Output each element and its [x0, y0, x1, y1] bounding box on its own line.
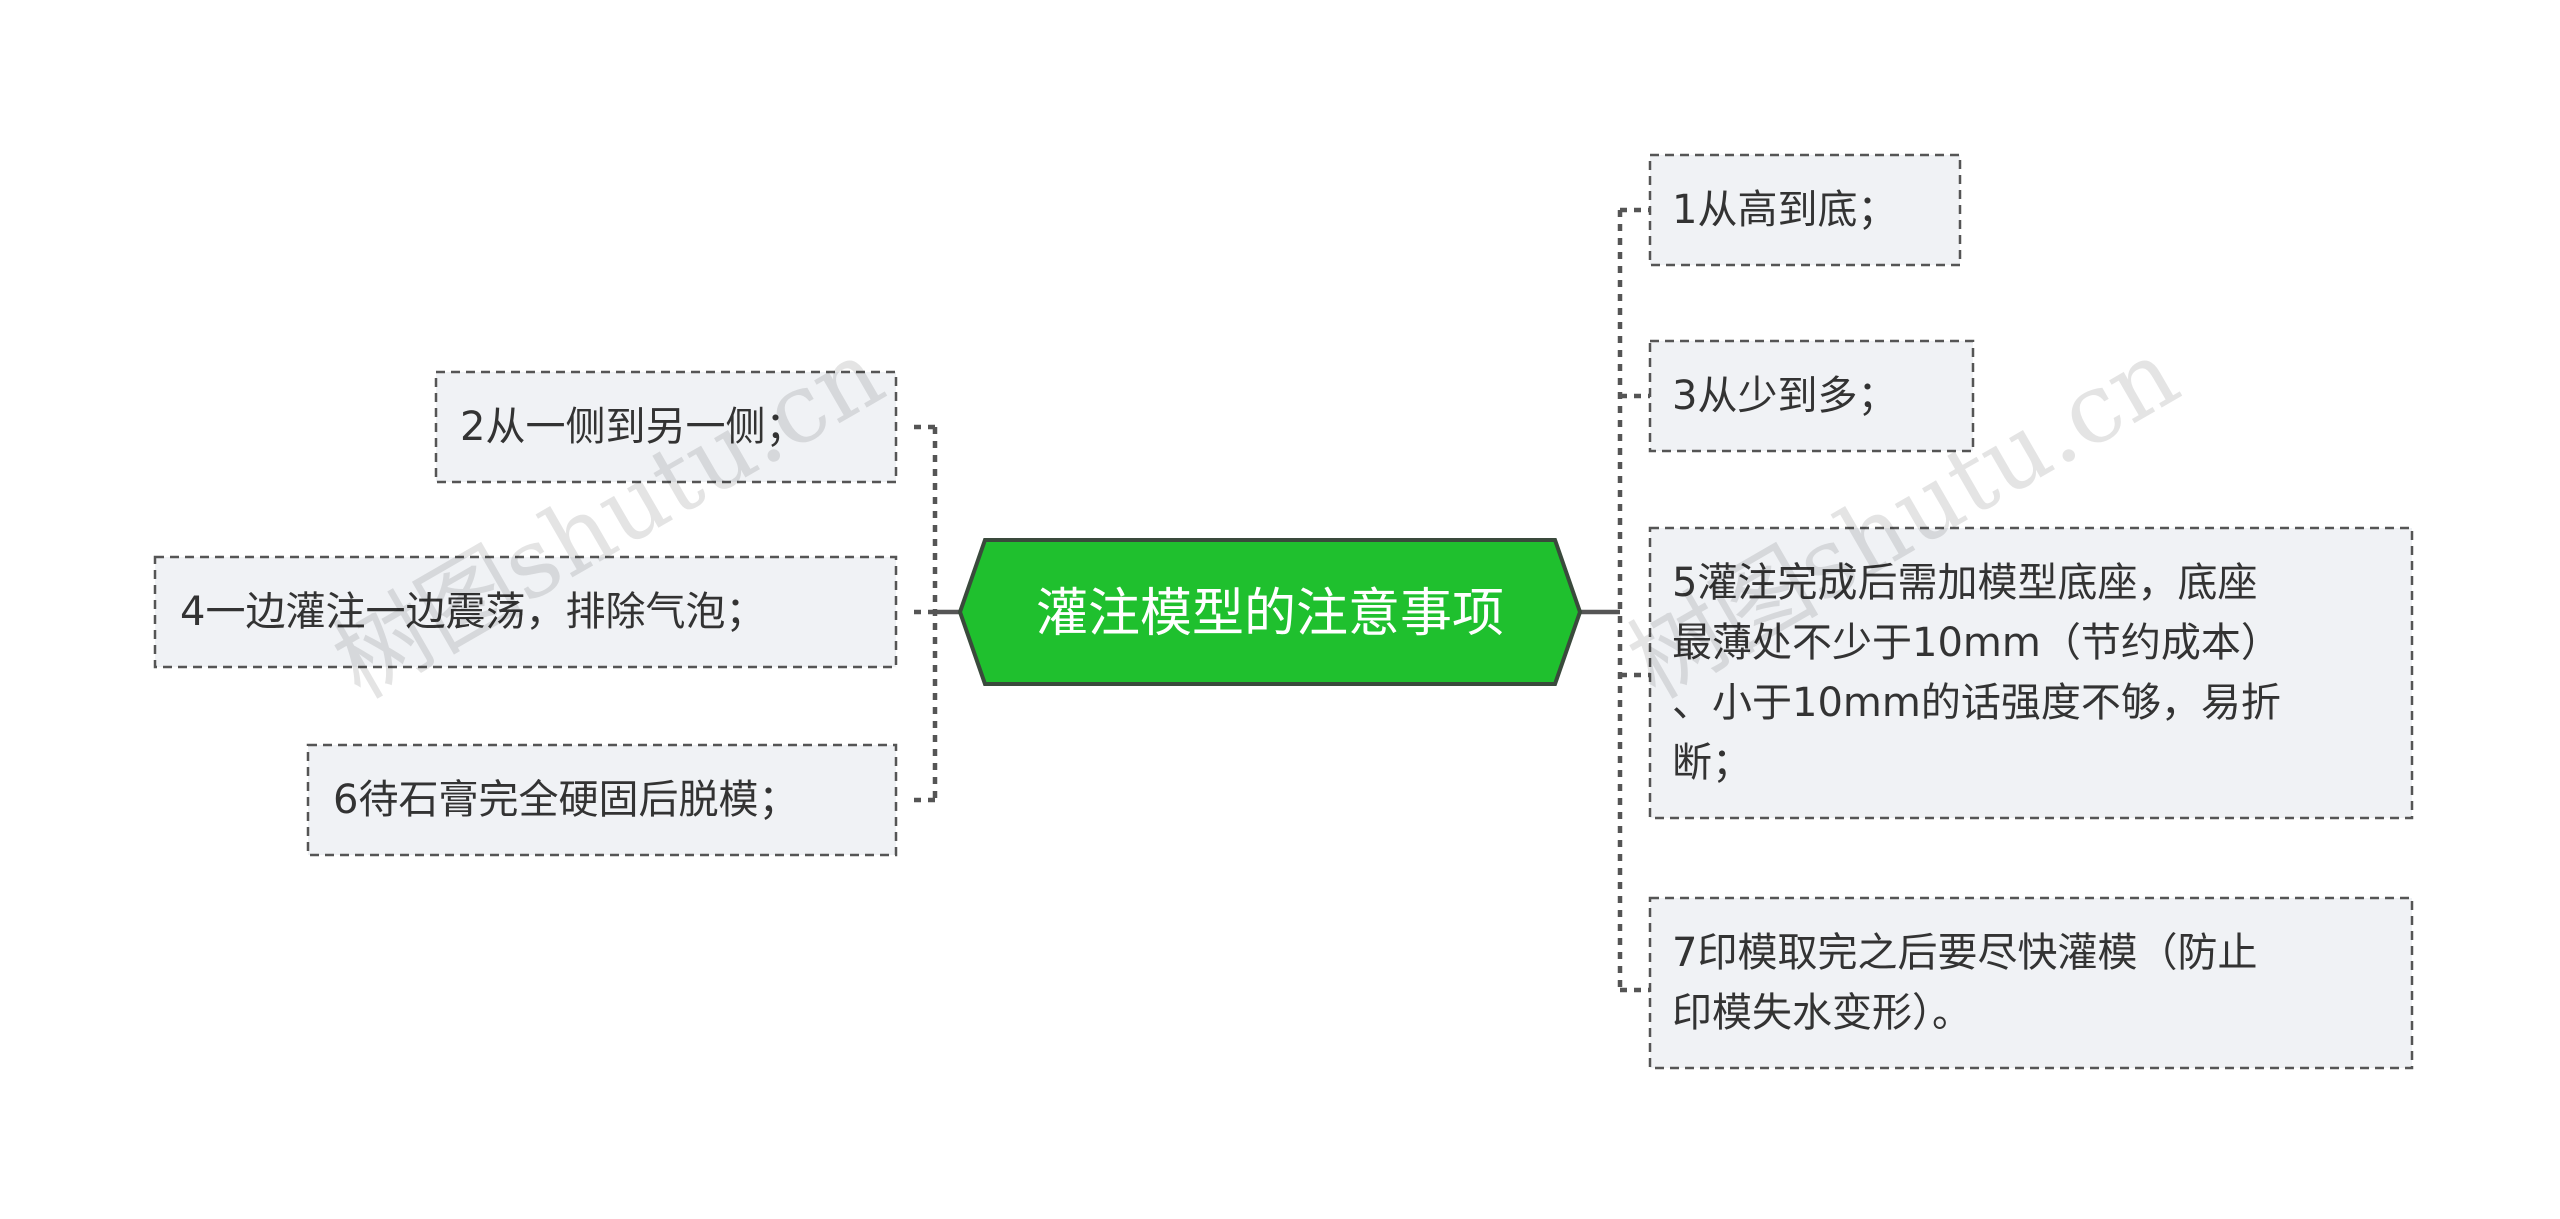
left-connectors — [907, 424, 965, 803]
right-node-3-line-4: 断； — [1672, 740, 1752, 786]
left-node-2-line-1: 4一边灌注一边震荡，排除气泡； — [180, 589, 765, 635]
left-node-1-box — [434, 370, 898, 484]
right-node-1-line-1: 1从高到底； — [1672, 187, 1897, 233]
right-node-4[interactable]: 7印模取完之后要尽快灌模（防止 印模失水变形）。 — [1648, 896, 2414, 1070]
root-label: 灌注模型的注意事项 — [1036, 584, 1504, 644]
right-node-4-box — [1648, 896, 2414, 1070]
right-node-4-line-2: 印模失水变形）。 — [1672, 990, 1972, 1036]
left-node-2-box — [153, 555, 898, 669]
right-node-2-line-1: 3从少到多； — [1672, 373, 1897, 419]
right-node-3-box — [1648, 526, 2414, 820]
right-node-2-box — [1648, 339, 1975, 453]
right-node-4-line-1: 7印模取完之后要尽快灌模（防止 — [1672, 930, 2257, 976]
right-node-1[interactable]: 1从高到底； — [1648, 153, 1962, 267]
right-node-1-box — [1648, 153, 1962, 267]
right-node-3-line-3: 、小于10mm的话强度不够，易折 — [1672, 680, 2281, 726]
right-node-3-line-2: 最薄处不少于10mm（节约成本） — [1672, 620, 2281, 666]
left-node-3[interactable]: 6待石膏完全硬固后脱模； — [306, 743, 898, 857]
right-connectors — [1578, 207, 1650, 993]
left-node-2[interactable]: 4一边灌注一边震荡，排除气泡； — [153, 555, 898, 669]
root-hexagon — [957, 538, 1583, 686]
right-node-3[interactable]: 5灌注完成后需加模型底座，底座 最薄处不少于10mm（节约成本） 、小于10mm… — [1648, 526, 2414, 820]
left-node-3-box — [306, 743, 898, 857]
left-node-1[interactable]: 2从一侧到另一侧； — [434, 370, 898, 484]
root-node[interactable]: 灌注模型的注意事项 — [957, 538, 1583, 686]
left-node-1-line-1: 2从一侧到另一侧； — [460, 404, 805, 450]
right-node-2[interactable]: 3从少到多； — [1648, 339, 1975, 453]
right-node-3-line-1: 5灌注完成后需加模型底座，底座 — [1672, 560, 2257, 606]
left-node-3-line-1: 6待石膏完全硬固后脱模； — [333, 777, 798, 823]
